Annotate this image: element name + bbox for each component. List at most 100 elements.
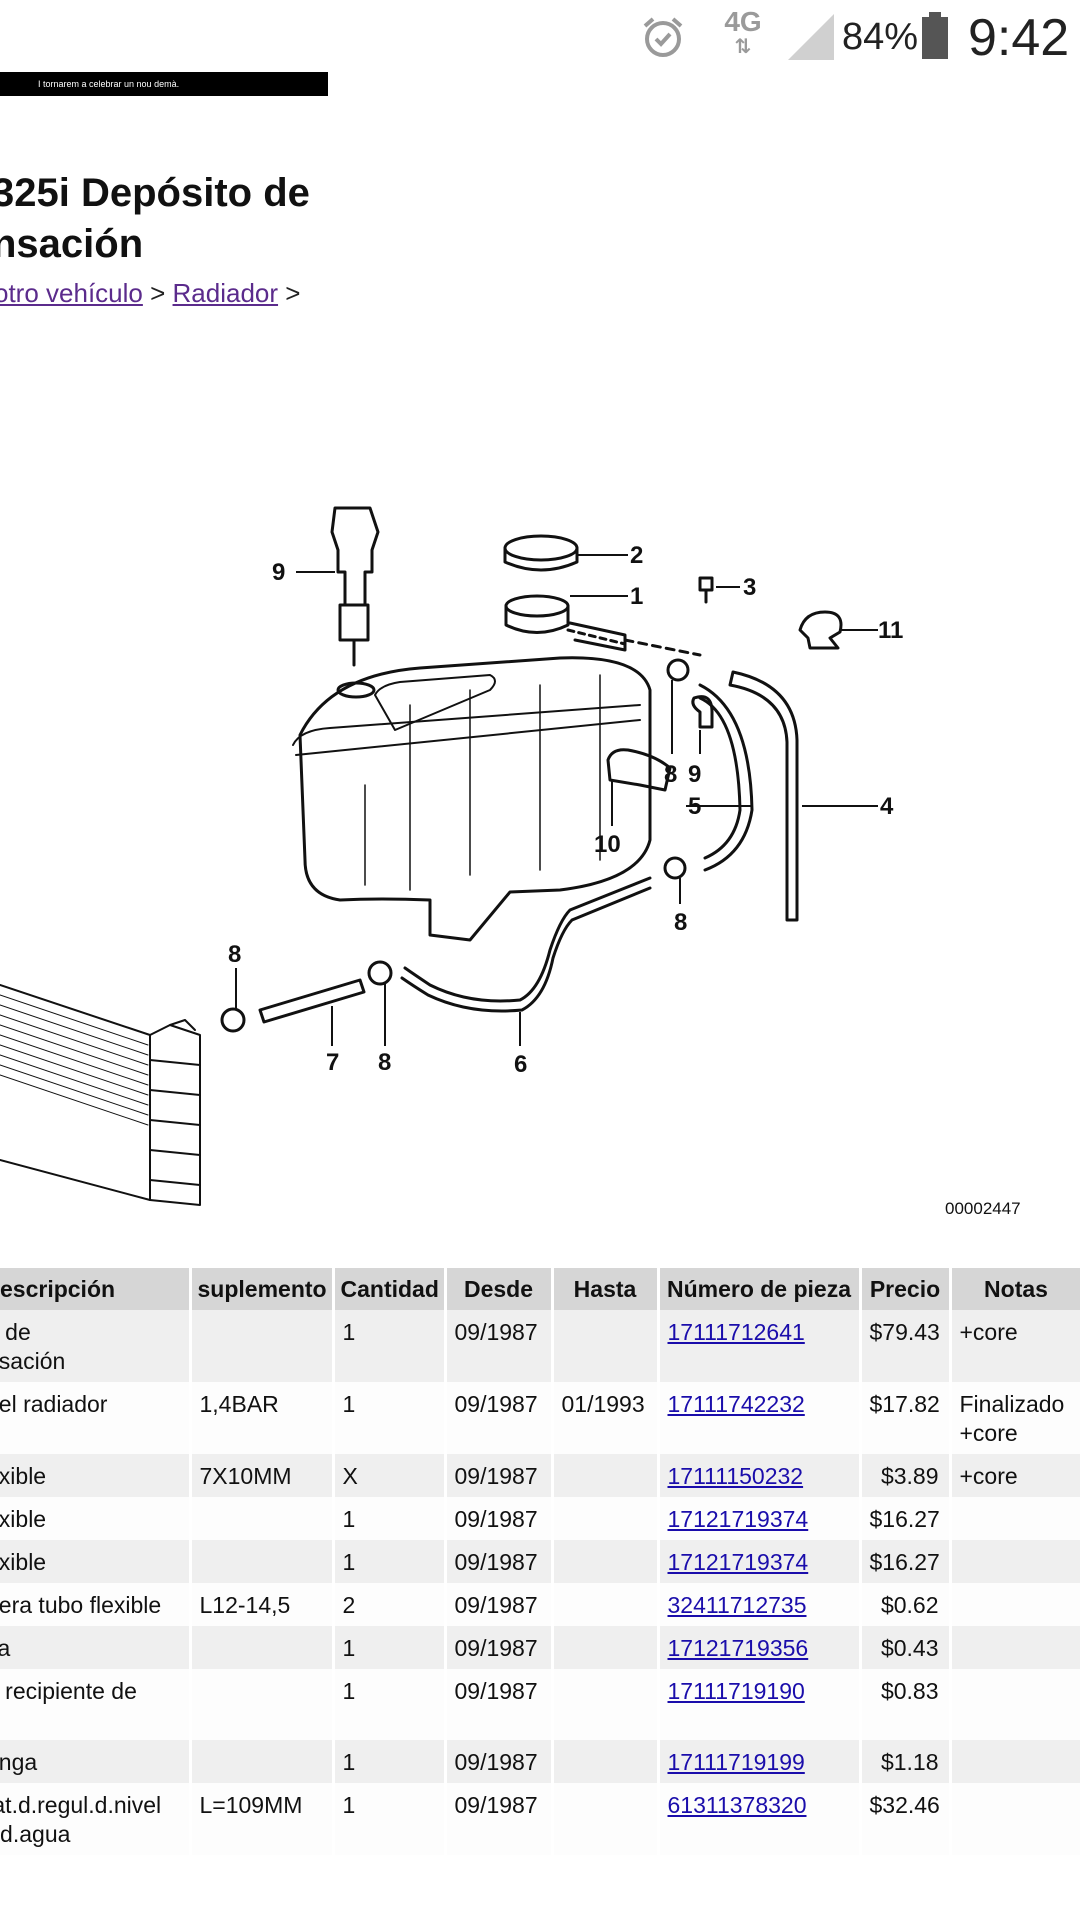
part-number-link[interactable]: 17111150232 [667, 1463, 804, 1489]
col-header-part-number[interactable]: Número de pieza [658, 1268, 862, 1310]
cell-price: $16.27 [860, 1540, 952, 1583]
cell-description-text: anga [0, 1749, 38, 1775]
cell-quantity: 1 [333, 1783, 447, 1855]
col-header-description[interactable]: escripción [0, 1268, 192, 1310]
cell-part-number[interactable]: 17111742232 [658, 1382, 862, 1454]
callout-8: 8 [664, 761, 677, 788]
cell-part-number[interactable]: 17111719199 [658, 1740, 862, 1783]
cell-quantity-text: 1 [342, 1549, 356, 1575]
cell-from: 09/1987 [445, 1382, 554, 1454]
cell-supplement-text: 1,4BAR [199, 1391, 279, 1417]
expansion-tank [298, 656, 652, 942]
callout-5: 5 [688, 793, 701, 820]
breadcrumb-link-other-vehicle[interactable]: otro vehículo [0, 278, 143, 308]
cell-description: exible [0, 1454, 192, 1497]
cell-price-text: $1.18 [880, 1749, 939, 1775]
cell-to [552, 1583, 660, 1626]
table-row: exible7X10MMX09/198717111150232$3.89+cor… [0, 1454, 1080, 1497]
cell-supplement-text: L=109MM [199, 1792, 303, 1818]
cell-price: $0.62 [860, 1583, 952, 1626]
part-number-link[interactable]: 17121719374 [667, 1549, 809, 1575]
cell-from: 09/1987 [445, 1783, 554, 1855]
cell-quantity: 1 [333, 1540, 447, 1583]
cell-from: 09/1987 [445, 1454, 554, 1497]
part-number-link[interactable]: 32411712735 [667, 1592, 807, 1618]
callout-6: 6 [514, 1051, 527, 1078]
cell-description-text: tat.d.regul.d.nivel r d.agua [0, 1792, 162, 1847]
cell-price-text: $16.27 [869, 1506, 940, 1532]
cell-quantity: 1 [333, 1497, 447, 1540]
network-type: 4G [724, 6, 762, 37]
cell-description: o de nsación [0, 1310, 192, 1382]
cell-from: 09/1987 [445, 1740, 554, 1783]
cell-supplement [190, 1740, 335, 1783]
table-row: del radiador1,4BAR109/198701/19931711174… [0, 1382, 1080, 1454]
part-number-link[interactable]: 17111712641 [667, 1319, 805, 1345]
network-indicator: 4G ⇅ [720, 6, 766, 66]
breadcrumb-link-radiator[interactable]: Radiador [172, 278, 279, 308]
cell-from-text: 09/1987 [454, 1635, 538, 1661]
callout-7: 7 [326, 1049, 339, 1076]
cell-supplement: 1,4BAR [190, 1382, 335, 1454]
cell-from: 09/1987 [445, 1497, 554, 1540]
cell-notes-text: Finalizado +core [959, 1391, 1065, 1446]
cell-quantity-text: 1 [342, 1792, 356, 1818]
part-number-link[interactable]: 17121719374 [667, 1506, 809, 1532]
callout-2: 2 [630, 542, 643, 569]
col-header-quantity[interactable]: Cantidad [333, 1268, 447, 1310]
cell-supplement [190, 1497, 335, 1540]
cell-part-number[interactable]: 17111719190 [658, 1669, 862, 1740]
breadcrumb-separator: > [150, 278, 166, 308]
cell-price-text: $79.43 [869, 1319, 940, 1345]
hose-5 [698, 683, 754, 872]
cell-quantity-text: 1 [342, 1506, 356, 1532]
cell-part-number[interactable]: 17121719374 [658, 1540, 862, 1583]
part-number-link[interactable]: 17111719190 [667, 1678, 805, 1704]
callout-4: 4 [880, 793, 894, 820]
part-number-link[interactable]: 17121719356 [667, 1635, 809, 1661]
bolt [698, 576, 714, 604]
cell-price: $1.18 [860, 1740, 952, 1783]
cell-quantity-text: 2 [342, 1592, 356, 1618]
cell-price-text: $0.62 [880, 1592, 939, 1618]
cell-notes: +core [950, 1454, 1080, 1497]
title-line-2: nsación [0, 222, 144, 266]
cell-part-number[interactable]: 17111712641 [658, 1310, 862, 1382]
part-number-link[interactable]: 17111719199 [667, 1749, 805, 1775]
part-number-link[interactable]: 61311378320 [667, 1792, 807, 1818]
cell-signal-icon [788, 14, 834, 60]
drawing-number: 00002447 [945, 1199, 1021, 1218]
col-header-supplement[interactable]: suplemento [190, 1268, 335, 1310]
cell-to [552, 1540, 660, 1583]
cell-part-number[interactable]: 17121719374 [658, 1497, 862, 1540]
cell-price-text: $16.27 [869, 1549, 940, 1575]
cell-quantity: 1 [333, 1669, 447, 1740]
cell-part-number[interactable]: 61311378320 [658, 1783, 862, 1855]
table-header-row: escripción suplemento Cantidad Desde Has… [0, 1268, 1080, 1310]
cell-price-text: $0.43 [880, 1635, 939, 1661]
promo-banner[interactable]: I tornarem a celebrar un nou demà. [0, 72, 328, 96]
cell-description: anga [0, 1740, 192, 1783]
cell-price-text: $17.82 [869, 1391, 940, 1417]
callout-12: 9 [272, 559, 285, 586]
cell-from-text: 09/1987 [454, 1463, 538, 1489]
cell-description-text: o de nsación [0, 1319, 66, 1374]
cell-notes [950, 1540, 1080, 1583]
cell-quantity: 2 [333, 1583, 447, 1626]
cell-price: $79.43 [860, 1310, 952, 1382]
cell-part-number[interactable]: 32411712735 [658, 1583, 862, 1626]
col-header-price[interactable]: Precio [860, 1268, 952, 1310]
cell-to [552, 1310, 660, 1382]
cell-part-number[interactable]: 17121719356 [658, 1626, 862, 1669]
col-header-from[interactable]: Desde [445, 1268, 554, 1310]
cell-to-text: 01/1993 [561, 1391, 645, 1417]
cell-to: 01/1993 [552, 1382, 660, 1454]
col-header-notes[interactable]: Notas [950, 1268, 1080, 1310]
cell-notes-text: +core [959, 1319, 1018, 1345]
cell-price: $3.89 [860, 1454, 952, 1497]
col-header-to[interactable]: Hasta [552, 1268, 660, 1310]
cell-part-number[interactable]: 17111150232 [658, 1454, 862, 1497]
part-number-link[interactable]: 17111742232 [667, 1391, 805, 1417]
